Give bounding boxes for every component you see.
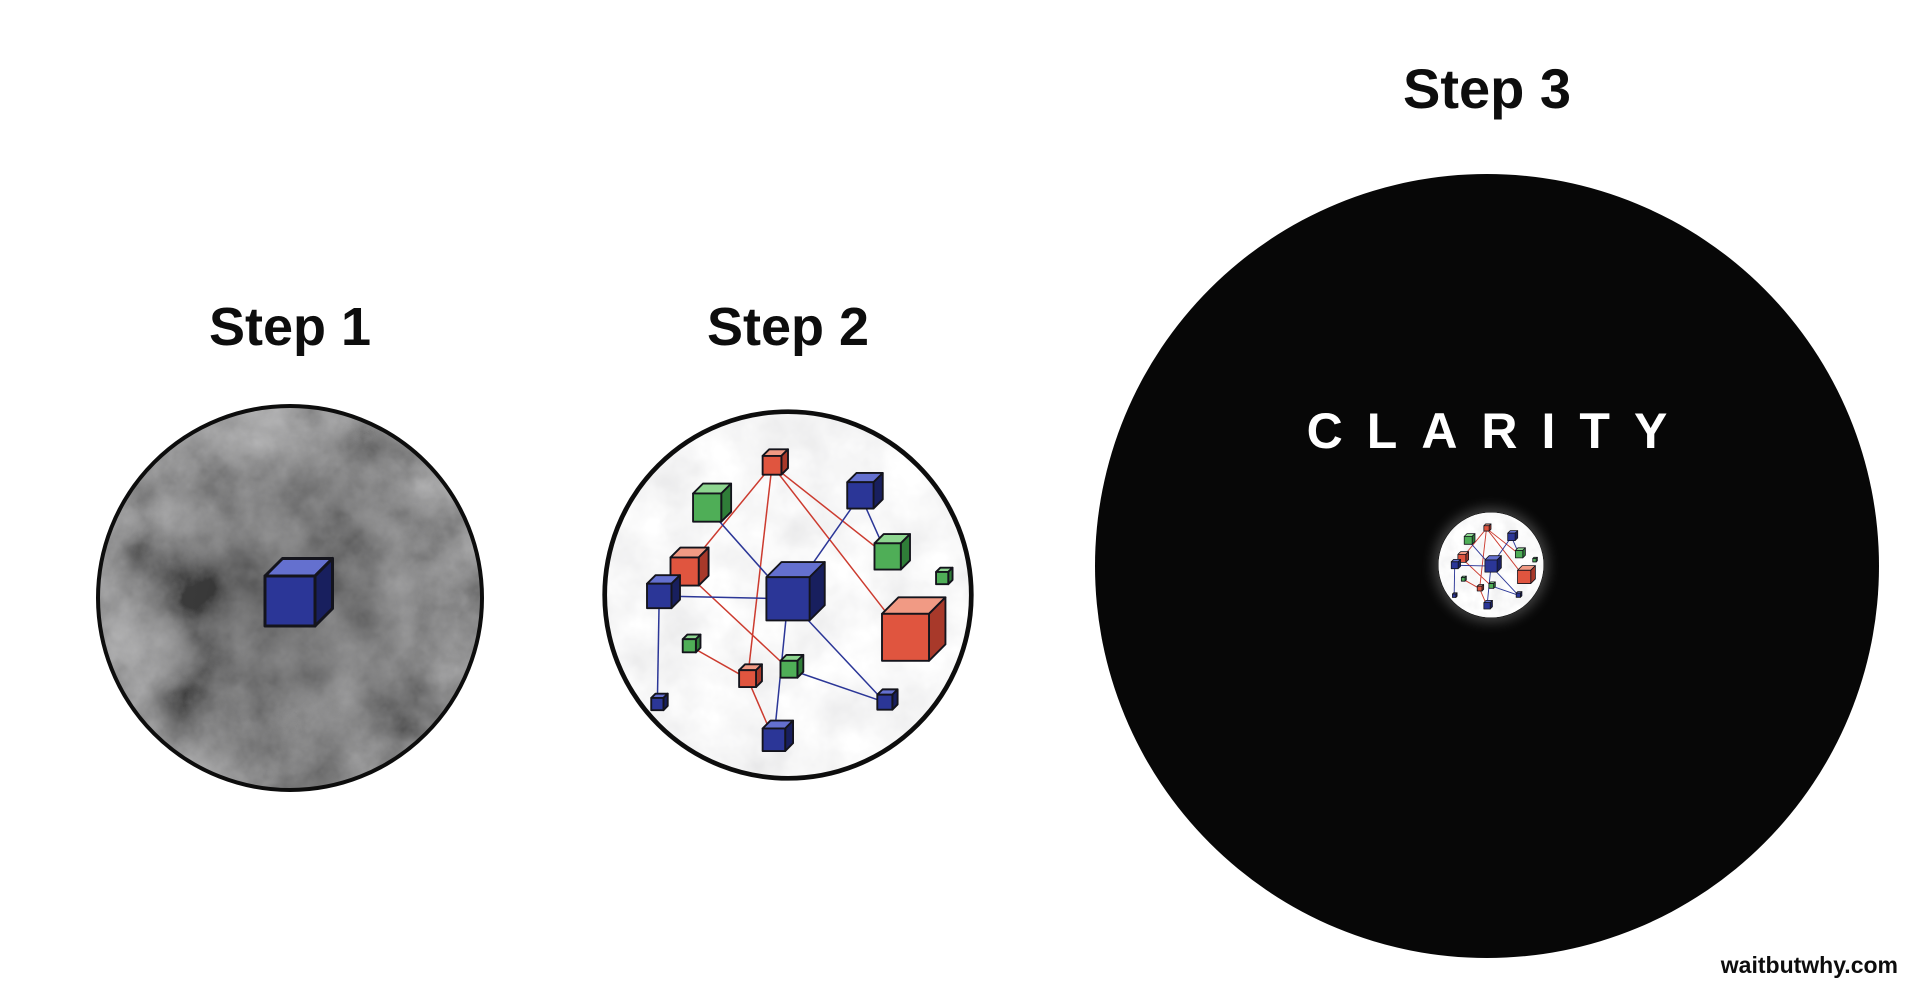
step1-cube-icon [263, 557, 334, 628]
step2-circle-outline [602, 409, 974, 781]
knowledge-network-graphic [602, 409, 974, 781]
mini-network-cubes [1450, 523, 1538, 610]
mini-network-graphic [1438, 512, 1544, 618]
mini-network-circle [1438, 512, 1544, 618]
network-interior [604, 411, 972, 779]
network-cubes-and-edges [646, 448, 954, 752]
step1-fog-circle-graphic [96, 404, 484, 792]
credit-text: waitbutwhy.com [1720, 952, 1898, 978]
fog-texture [98, 406, 482, 790]
step2-label: Step 2 [706, 297, 870, 357]
step3-label: Step 3 [1402, 57, 1572, 120]
clarity-text: CLARITY [1306, 403, 1692, 459]
step1-label: Step 1 [208, 297, 372, 357]
step1-circle-outline [96, 404, 484, 792]
clarity-circle: CLARITY [1095, 174, 1879, 958]
